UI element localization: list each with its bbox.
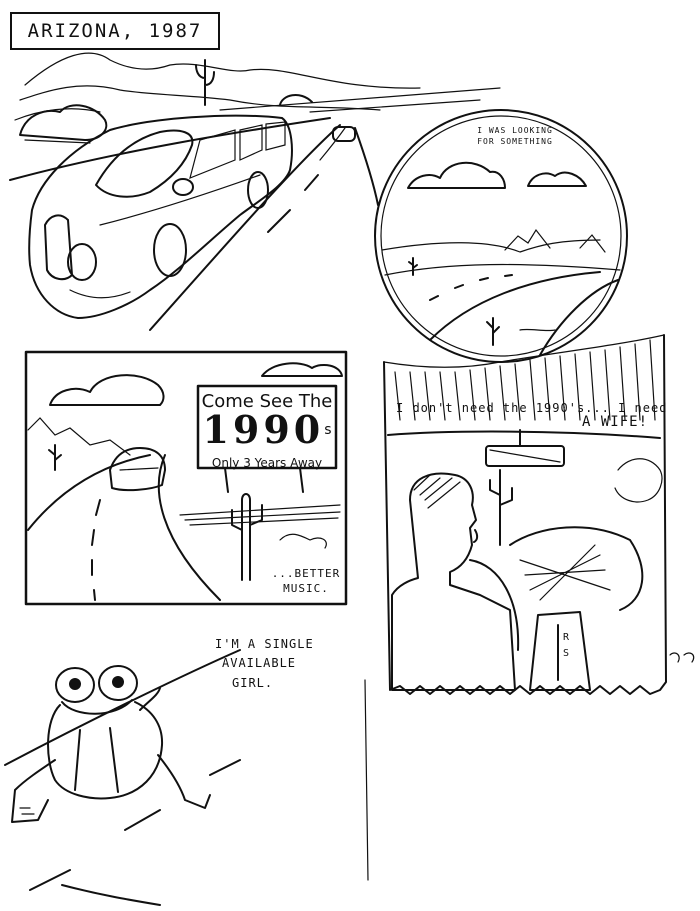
panel5-caption-3: GIRL. (232, 676, 274, 690)
billboard-line1: Come See The (201, 391, 333, 412)
billboard-suffix: s (324, 422, 332, 438)
panel4-speech-2: A WIFE! (582, 414, 649, 430)
panel2-caption: I WAS LOOKING FOR SOMETHING (477, 126, 553, 146)
billboard-line3: Only 3 Years Away (211, 456, 323, 470)
title-caption: ARIZONA, 1987 (10, 12, 220, 50)
panel3-caption: ...BETTER MUSIC. (271, 567, 341, 595)
gear-letters: R S (563, 632, 571, 659)
panel5-caption-1: I'M A SINGLE (215, 637, 314, 651)
panel5-caption-2: AVAILABLE (222, 656, 297, 670)
panel4-speech-1: I don't need the 1990's... I need (396, 401, 668, 415)
billboard-text: Come See The 1990s Only 3 Years Away (200, 388, 334, 470)
billboard-year: 1990 (202, 407, 325, 452)
